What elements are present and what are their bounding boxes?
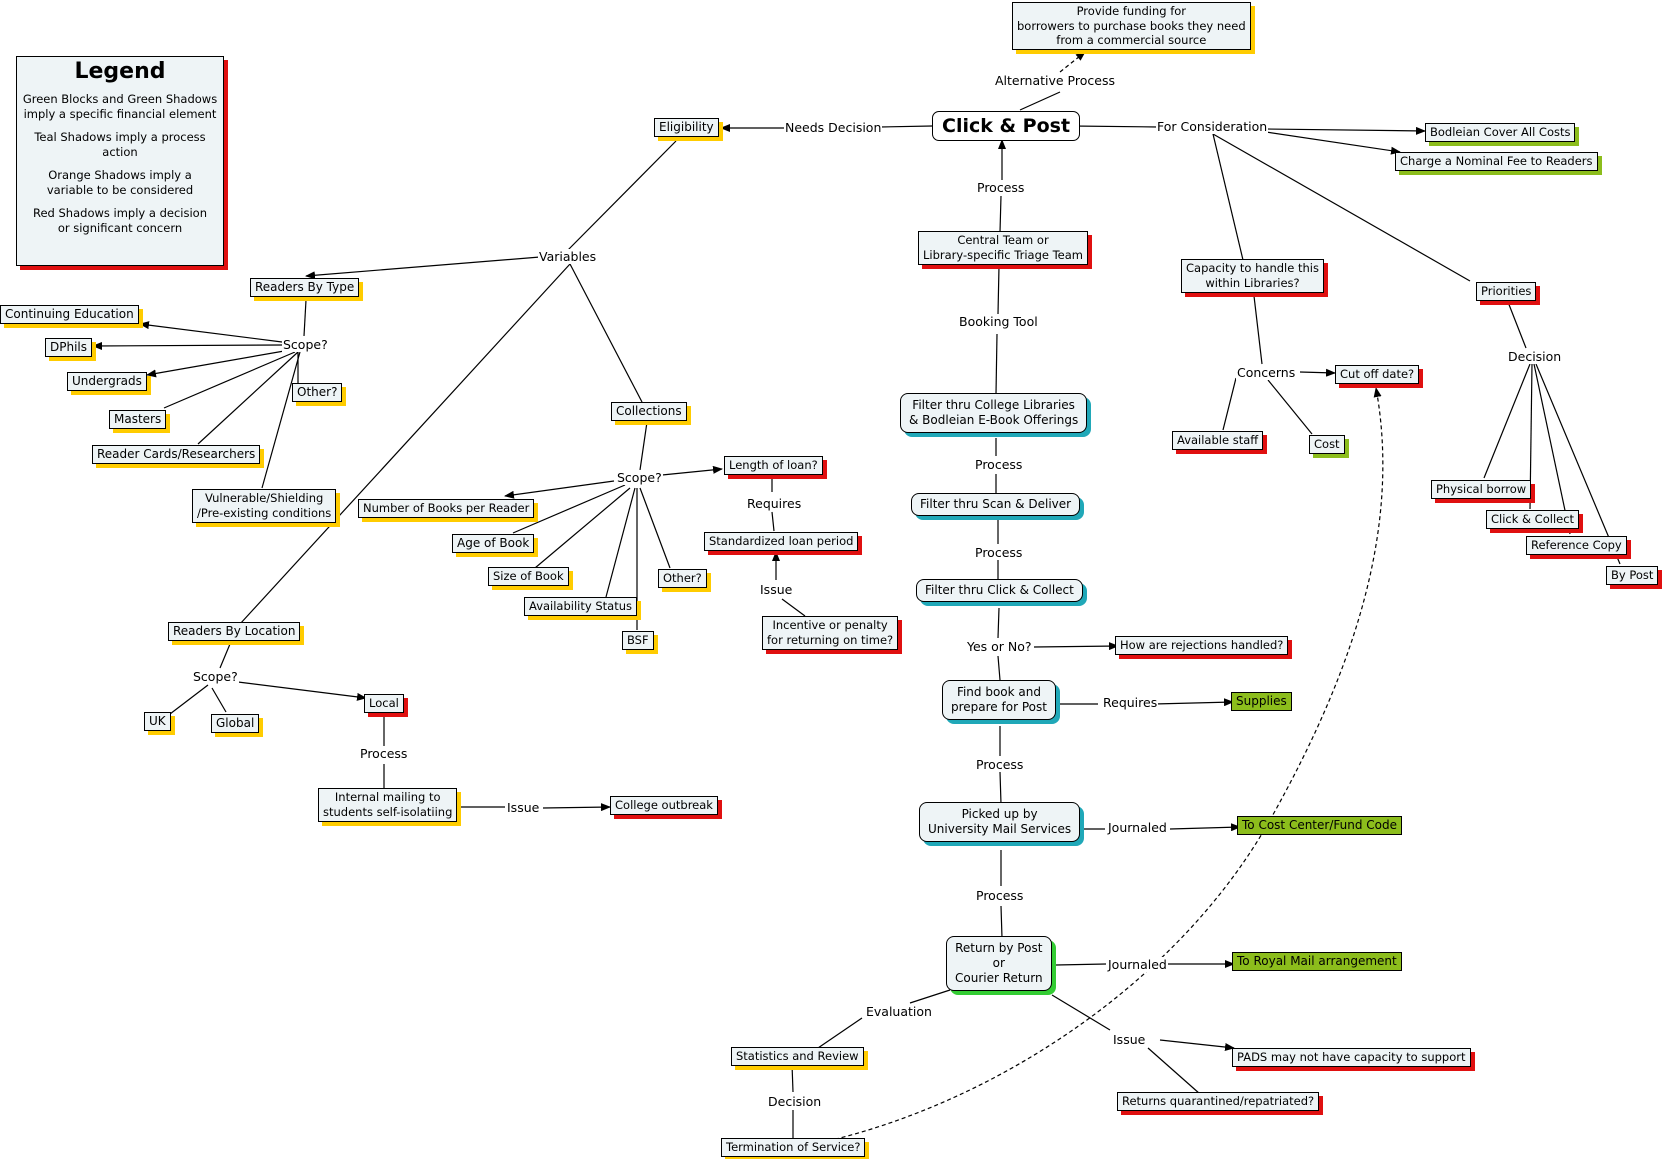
- node-rejections[interactable]: How are rejections handled?: [1115, 636, 1289, 655]
- node-bodleian-cover[interactable]: Bodleian Cover All Costs: [1425, 123, 1576, 142]
- node-dphils[interactable]: DPhils: [45, 338, 93, 357]
- label-scope-type: Scope?: [282, 337, 329, 352]
- node-funding-alternative[interactable]: Provide funding for borrowers to purchas…: [1012, 2, 1251, 50]
- label-journaled-1: Journaled: [1107, 820, 1168, 835]
- node-filter-college-libraries[interactable]: Filter thru College Libraries & Bodleian…: [900, 393, 1088, 433]
- node-filter-scan-deliver[interactable]: Filter thru Scan & Deliver: [911, 493, 1081, 516]
- node-returns-quarantined[interactable]: Returns quarantined/repatriated?: [1117, 1092, 1320, 1111]
- label-process-1: Process: [976, 180, 1026, 195]
- node-capacity[interactable]: Capacity to handle this within Libraries…: [1181, 259, 1324, 293]
- node-picked-up[interactable]: Picked up by University Mail Services: [919, 802, 1081, 842]
- node-filter-click-collect[interactable]: Filter thru Click & Collect: [916, 579, 1083, 602]
- legend-item-teal: Teal Shadows imply a process action: [34, 130, 206, 159]
- label-booking-tool: Booking Tool: [958, 314, 1039, 329]
- node-other-collections[interactable]: Other?: [658, 569, 707, 588]
- node-uk[interactable]: UK: [144, 712, 171, 731]
- label-issue-return: Issue: [1112, 1032, 1147, 1047]
- node-length-of-loan[interactable]: Length of loan?: [724, 456, 823, 475]
- label-decision-priorities: Decision: [1507, 349, 1563, 364]
- node-local[interactable]: Local: [364, 694, 404, 713]
- node-statistics-review[interactable]: Statistics and Review: [731, 1047, 864, 1066]
- legend-item-green: Green Blocks and Green Shadows imply a s…: [22, 92, 218, 121]
- label-variables: Variables: [538, 249, 598, 264]
- node-age-of-book[interactable]: Age of Book: [452, 534, 535, 553]
- label-scope-location: Scope?: [192, 669, 239, 684]
- node-incentive-penalty[interactable]: Incentive or penalty for returning on ti…: [762, 616, 899, 650]
- label-requires-supplies: Requires: [1102, 695, 1159, 710]
- node-cost[interactable]: Cost: [1309, 435, 1345, 454]
- node-cut-off-date[interactable]: Cut off date?: [1335, 365, 1420, 384]
- label-process-2: Process: [974, 457, 1024, 472]
- node-royal-mail[interactable]: To Royal Mail arrangement: [1232, 952, 1402, 971]
- node-vulnerable[interactable]: Vulnerable/Shielding /Pre-existing condi…: [192, 489, 337, 523]
- node-masters[interactable]: Masters: [109, 410, 167, 429]
- label-evaluation: Evaluation: [865, 1004, 933, 1019]
- node-central-team[interactable]: Central Team or Library-specific Triage …: [918, 231, 1088, 265]
- node-click-collect-priority[interactable]: Click & Collect: [1486, 510, 1580, 529]
- node-supplies[interactable]: Supplies: [1231, 692, 1292, 711]
- node-physical-borrow[interactable]: Physical borrow: [1431, 480, 1532, 499]
- legend-item-orange: Orange Shadows imply a variable to be co…: [46, 168, 194, 197]
- node-cost-center[interactable]: To Cost Center/Fund Code: [1237, 816, 1402, 835]
- node-priorities[interactable]: Priorities: [1476, 282, 1537, 301]
- node-global[interactable]: Global: [211, 714, 260, 733]
- node-find-book[interactable]: Find book and prepare for Post: [942, 680, 1056, 720]
- node-availability-status[interactable]: Availability Status: [524, 597, 637, 616]
- node-continuing-education[interactable]: Continuing Education: [0, 305, 139, 324]
- label-requires-loan: Requires: [746, 496, 803, 511]
- legend-box: Legend Green Blocks and Green Shadows im…: [16, 56, 224, 266]
- label-for-consideration: For Consideration: [1156, 119, 1269, 134]
- node-eligibility[interactable]: Eligibility: [654, 118, 719, 137]
- node-collections[interactable]: Collections: [611, 402, 687, 421]
- node-size-of-book[interactable]: Size of Book: [488, 567, 569, 586]
- label-process-3: Process: [974, 545, 1024, 560]
- node-by-post[interactable]: By Post: [1606, 566, 1659, 585]
- node-bsf[interactable]: BSF: [622, 631, 654, 650]
- node-internal-mailing[interactable]: Internal mailing to students self-isolat…: [318, 788, 458, 822]
- label-needs-decision: Needs Decision: [784, 120, 883, 135]
- label-process-5: Process: [975, 888, 1025, 903]
- node-reader-cards[interactable]: Reader Cards/Researchers: [92, 445, 261, 464]
- node-number-of-books[interactable]: Number of Books per Reader: [358, 499, 535, 518]
- label-issue-loan: Issue: [759, 582, 794, 597]
- node-return-by-post[interactable]: Return by Post or Courier Return: [946, 936, 1052, 991]
- node-other-type[interactable]: Other?: [292, 383, 343, 402]
- label-issue-local: Issue: [506, 800, 541, 815]
- legend-item-red: Red Shadows imply a decision or signific…: [33, 206, 207, 235]
- root-node-click-and-post[interactable]: Click & Post: [932, 111, 1081, 141]
- node-pads-capacity[interactable]: PADS may not have capacity to support: [1232, 1048, 1471, 1067]
- node-readers-by-location[interactable]: Readers By Location: [168, 622, 301, 641]
- node-college-outbreak[interactable]: College outbreak: [610, 796, 718, 815]
- label-alternative-process: Alternative Process: [994, 73, 1116, 88]
- node-standardized-loan[interactable]: Standardized loan period: [704, 532, 859, 551]
- node-nominal-fee[interactable]: Charge a Nominal Fee to Readers: [1395, 152, 1598, 171]
- label-decision-stats: Decision: [767, 1094, 823, 1109]
- node-undergrads[interactable]: Undergrads: [67, 372, 147, 391]
- legend-title: Legend: [74, 59, 166, 84]
- label-yes-or-no: Yes or No?: [966, 639, 1033, 654]
- label-process-local: Process: [359, 746, 409, 761]
- label-journaled-2: Journaled: [1107, 957, 1168, 972]
- node-available-staff[interactable]: Available staff: [1172, 431, 1264, 450]
- node-readers-by-type[interactable]: Readers By Type: [250, 278, 360, 297]
- node-termination[interactable]: Termination of Service?: [721, 1138, 866, 1157]
- label-scope-collections: Scope?: [616, 470, 663, 485]
- label-concerns: Concerns: [1236, 365, 1297, 380]
- node-reference-copy[interactable]: Reference Copy: [1526, 536, 1627, 555]
- label-process-4: Process: [975, 757, 1025, 772]
